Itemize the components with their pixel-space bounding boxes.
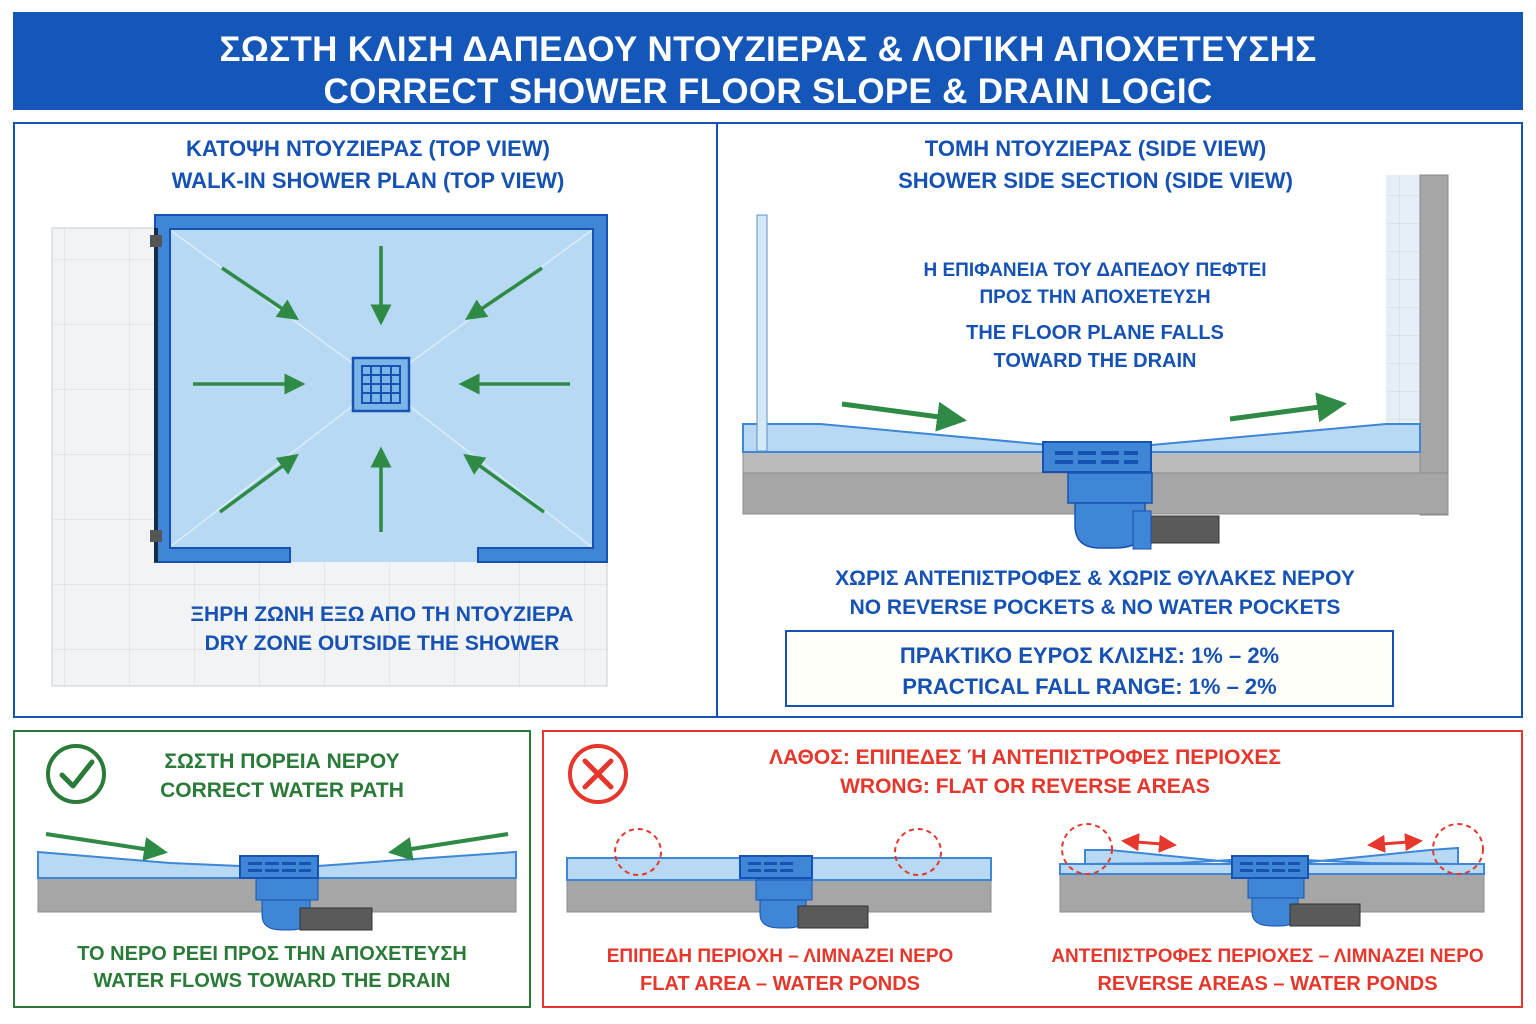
wrong-title-greek: ΛΑΘΟΣ: ΕΠΙΠΕΔΕΣ Ή ΑΝΤΕΠΙΣΤΡΟΦΕΣ ΠΕΡΙΟΧΕΣ (768, 746, 1282, 769)
reverse-area-caption-english: REVERSE AREAS – WATER PONDS (1097, 973, 1438, 995)
dry-zone-label-greek: ΞΗΡΗ ΖΩΝΗ ΕΞΩ ΑΠΟ ΤΗ ΝΤΟΥΖΙΕΡΑ (190, 603, 574, 626)
dry-zone-label-english: DRY ZONE OUTSIDE THE SHOWER (204, 632, 560, 655)
floor-falls-note-english-1: THE FLOOR PLANE FALLS (966, 322, 1224, 344)
glass-panel-side (756, 214, 768, 452)
wrong-panel (542, 730, 1523, 1008)
header-title-english: CORRECT SHOWER FLOOR SLOPE & DRAIN LOGIC (323, 72, 1213, 111)
glass-hinge-bottom (150, 530, 162, 542)
wrong-title-english: WRONG: FLAT OR REVERSE AREAS (840, 775, 1210, 798)
arrow-right-slope (1229, 392, 1347, 423)
ponding-circle-flat-left (614, 828, 662, 876)
correct-flow-arrows (45, 832, 509, 861)
fall-range-english: PRACTICAL FALL RANGE: 1% – 2% (902, 674, 1277, 699)
correct-caption-greek: ΤΟ ΝΕΡΟ ΡΕΕΙ ΠΡΟΣ ΤΗΝ ΑΠΟΧΕΤΕΥΣΗ (77, 943, 467, 965)
arrow-ne (465, 266, 543, 320)
floor-falls-note-english-2: TOWARD THE DRAIN (993, 350, 1197, 372)
top-view-title-greek: ΚΑΤΟΨΗ ΝΤΟΥΖΙΕΡΑΣ (TOP VIEW) (186, 136, 550, 161)
header-banner: ΣΩΣΤΗ ΚΛΙΣΗ ΔΑΠΕΔΟΥ ΝΤΟΥΖΙΕΡΑΣ & ΛΟΓΙΚΗ … (13, 12, 1523, 111)
drain-grate-top-view (351, 356, 411, 413)
arrow-correct-right (388, 832, 509, 861)
side-view-title-greek: ΤΟΜΗ ΝΤΟΥΖΙΕΡΑΣ (SIDE VIEW) (924, 136, 1267, 161)
check-circle-icon (46, 744, 106, 804)
flat-area-caption-greek: ΕΠΙΠΕΔΗ ΠΕΡΙΟΧΗ – ΛΙΜΝΑΖΕΙ ΝΕΡΟ (606, 946, 954, 967)
slope-lines (169, 229, 593, 548)
ponding-circle-flat-right (894, 828, 942, 876)
correct-title-greek: ΣΩΣΤΗ ΠΟΡΕΙΑ ΝΕΡΟΥ (164, 750, 400, 773)
floor-falls-note-greek-1: Η ΕΠΙΦΑΝΕΙΑ ΤΟΥ ΔΑΠΕΔΟΥ ΠΕΦΤΕΙ (923, 260, 1267, 281)
correct-caption-english: WATER FLOWS TOWARD THE DRAIN (93, 970, 451, 992)
correct-drain (239, 855, 373, 931)
arrow-left-toward-drain (841, 401, 967, 432)
reverse-double-arrow-left (1121, 833, 1177, 853)
top-row-divider (716, 122, 718, 718)
fall-range-box: ΠΡΑΚΤΙΚΟ ΕΥΡΟΣ ΚΛΙΣΗΣ: 1% – 2% PRACTICAL… (785, 630, 1394, 707)
x-circle-icon (568, 744, 628, 804)
drain-body-side (1067, 472, 1220, 550)
reverse-double-arrow-right (1367, 833, 1423, 853)
correct-panel (13, 730, 531, 1008)
ponding-circle-reverse-right (1432, 823, 1484, 875)
side-view-flow-arrows (841, 392, 1347, 432)
flat-area-caption-english: FLAT AREA – WATER PONDS (640, 973, 920, 995)
drain-grate-side (1042, 441, 1152, 473)
flat-area-diagram (566, 828, 992, 929)
correct-title-english: CORRECT WATER PATH (160, 779, 404, 802)
side-view-title-english: SHOWER SIDE SECTION (SIDE VIEW) (898, 168, 1293, 193)
floor-falls-note-greek-2: ΠΡΟΣ ΤΗΝ ΑΠΟΧΕΤΕΥΣΗ (979, 287, 1211, 308)
no-pockets-greek: ΧΩΡΙΣ ΑΝΤΕΠΙΣΤΡΟΦΕΣ & ΧΩΡΙΣ ΘΥΛΑΚΕΣ ΝΕΡΟ… (835, 567, 1355, 590)
arrow-nw (221, 266, 299, 320)
fall-range-greek: ΠΡΑΚΤΙΚΟ ΕΥΡΟΣ ΚΛΙΣΗΣ: 1% – 2% (899, 643, 1280, 668)
reverse-area-diagram (1059, 823, 1485, 927)
glass-hinge-top (150, 235, 162, 247)
reverse-area-caption-greek: ΑΝΤΕΠΙΣΤΡΟΦΕΣ ΠΕΡΙΟΧΕΣ – ΛΙΜΝΑΖΕΙ ΝΕΡΟ (1051, 946, 1484, 967)
side-wall-tiles (1386, 175, 1420, 453)
shower-walls (154, 214, 608, 563)
no-pockets-english: NO REVERSE POCKETS & NO WATER POCKETS (849, 596, 1341, 619)
arrow-sw (218, 453, 299, 514)
top-row-frame (13, 122, 1523, 718)
arrow-correct-left (45, 832, 168, 861)
sloped-floor-water (742, 423, 1421, 453)
arrow-se (463, 453, 546, 514)
top-view-title-english: WALK-IN SHOWER PLAN (TOP VIEW) (171, 168, 565, 193)
header-title-greek: ΣΩΣΤΗ ΚΛΙΣΗ ΔΑΠΕΔΟΥ ΝΤΟΥΖΙΕΡΑΣ & ΛΟΓΙΚΗ … (219, 30, 1317, 69)
top-view-flow-arrows (193, 246, 570, 532)
ponding-circle-reverse-left (1061, 823, 1113, 875)
side-wall-structure (1419, 174, 1449, 516)
